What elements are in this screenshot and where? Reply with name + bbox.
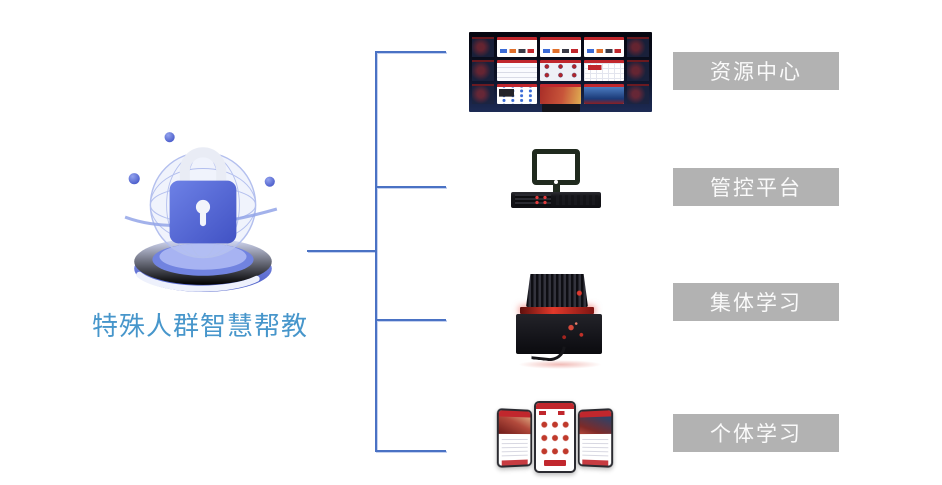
left-tablet	[496, 408, 533, 468]
learning-terminal-image	[516, 274, 604, 369]
connector-branch-4	[377, 450, 446, 452]
video-wall-left-screens	[472, 37, 494, 104]
connector-root-line	[307, 250, 376, 252]
label-individual-learning: 个体学习	[673, 414, 839, 452]
right-tablet	[577, 408, 614, 468]
monitor-dot	[554, 180, 558, 184]
monitor-stand	[552, 185, 560, 192]
terminal-heatsink-top	[526, 274, 588, 307]
app-icon-grid	[539, 418, 571, 458]
monitor-icon	[532, 149, 580, 185]
server-vents	[556, 195, 598, 205]
connector-branch-2	[377, 186, 446, 188]
connector-branch-3	[377, 319, 446, 321]
terminal-red-band	[520, 307, 594, 314]
monitor-server-image	[511, 149, 601, 208]
label-resource-center: 资源中心	[673, 52, 839, 90]
root-title: 特殊人群智慧帮教	[91, 311, 308, 341]
rack-server	[511, 192, 601, 208]
terminal-base-unit	[516, 314, 602, 363]
video-wall-center-screens	[497, 37, 624, 104]
server-leds	[533, 195, 549, 205]
lock-security-sphere-illustration	[124, 132, 278, 292]
video-wall-podium	[541, 104, 580, 112]
terminal-red-reflection	[518, 360, 602, 369]
connector-trunk-line	[375, 51, 377, 452]
video-wall-right-screens	[627, 37, 649, 104]
label-group-learning: 集体学习	[673, 283, 839, 321]
tablets-image	[496, 401, 614, 475]
video-wall-image	[469, 32, 652, 112]
center-tablet	[534, 401, 576, 473]
connector-branch-1	[377, 51, 446, 53]
label-control-platform: 管控平台	[673, 168, 839, 206]
